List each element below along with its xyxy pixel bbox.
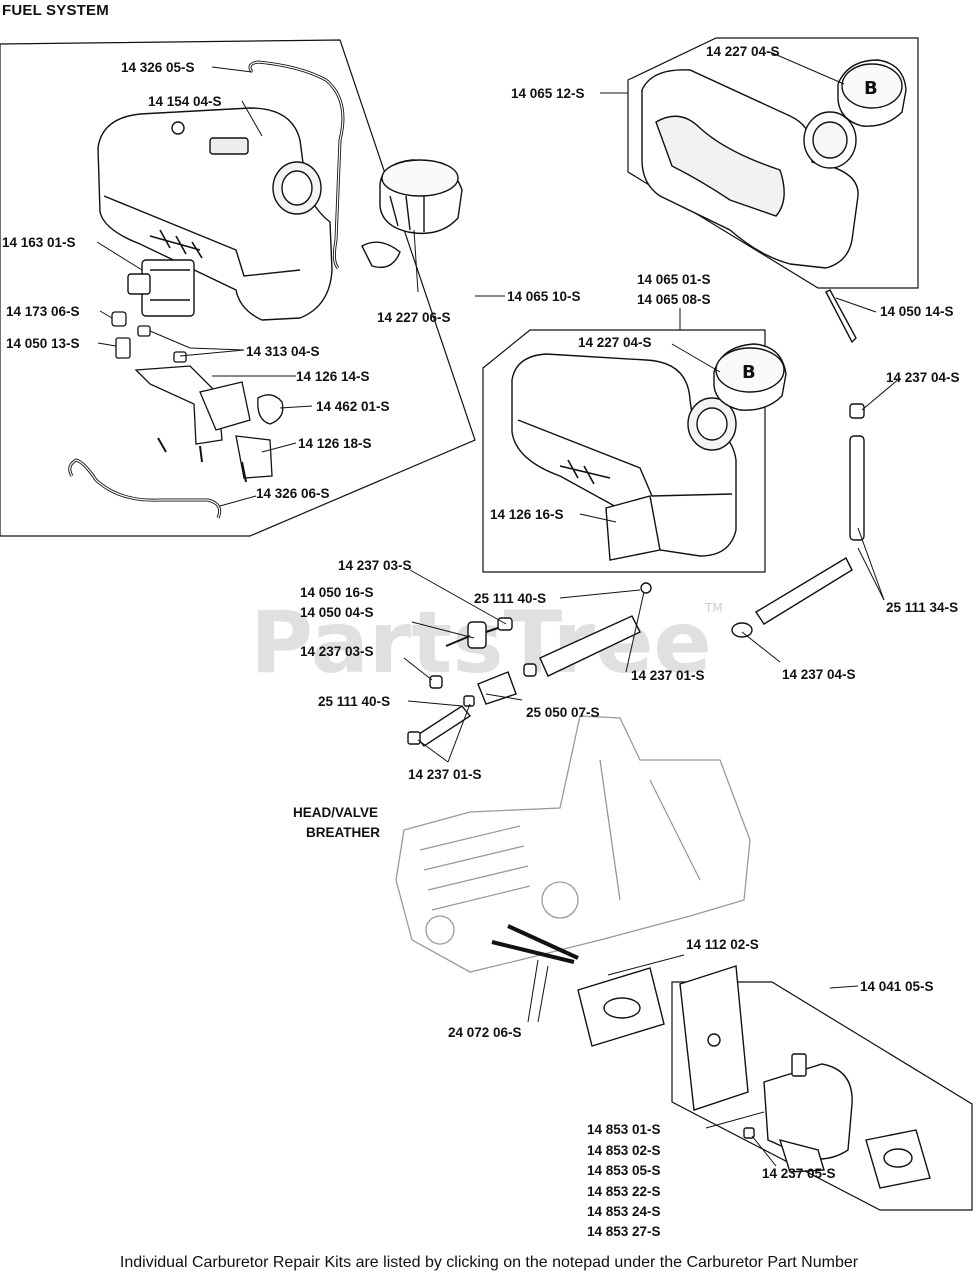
carb-gaskets [577,965,931,1189]
label-14-237-04-lower: 14 237 04-S [782,667,856,682]
fuel-cap-vented [361,159,463,269]
label-breather: BREATHER [306,825,380,840]
label-14-050-13: 14 050 13-S [6,336,80,351]
label-14-237-01-lower: 14 237 01-S [408,767,482,782]
label-14-237-04-right: 14 237 04-S [886,370,960,385]
label-14-462-01: 14 462 01-S [316,399,390,414]
leader-lines [96,51,901,1167]
frame-carburetor-kit [671,981,973,1211]
label-14-326-06: 14 326 06-S [256,486,330,501]
label-14-237-05: 14 237 05-S [762,1166,836,1181]
label-14-237-01-upper: 14 237 01-S [631,668,705,683]
label-14-853-01: 14 853 01-S [587,1122,661,1137]
carb-mount-studs [491,924,579,964]
charcoal-canister [127,259,195,317]
svg-text:B: B [742,362,756,383]
label-14-853-24: 14 853 24-S [587,1204,661,1219]
label-14-065-12: 14 065 12-S [511,86,585,101]
label-14-853-02: 14 853 02-S [587,1143,661,1158]
label-14-154-04: 14 154 04-S [148,94,222,109]
small-hardware-left [111,311,284,483]
svg-text:B: B [864,78,878,99]
label-14-126-14: 14 126 14-S [296,369,370,384]
label-14-065-10: 14 065 10-S [507,289,581,304]
label-14-237-03-lower: 14 237 03-S [300,644,374,659]
label-24-072-06: 24 072 06-S [448,1025,522,1040]
vent-hose-lower [68,458,222,519]
label-head-valve: HEAD/VALVE [293,805,378,820]
label-25-111-40-upper: 25 111 40-S [474,591,546,606]
label-14-326-05: 14 326 05-S [121,60,195,75]
label-14-126-18: 14 126 18-S [298,436,372,451]
label-14-313-04: 14 313 04-S [246,344,320,359]
carburetor [743,1053,853,1173]
watermark-tm: TM [704,601,723,615]
frame-tank-assembly-right [627,37,919,289]
label-14-853-05: 14 853 05-S [587,1163,661,1178]
label-25-111-34: 25 111 34-S [886,600,958,615]
fuel-cap-middle: B [713,343,787,411]
frame-tank-assembly-left [0,39,476,537]
label-14-853-22: 14 853 22-S [587,1184,661,1199]
label-14-065-08: 14 065 08-S [637,292,711,307]
frame-tank-assembly-middle [482,329,766,573]
part-labels: 14 326 05-S 14 154 04-S 14 163 01-S 14 1… [2,44,960,1239]
label-14-065-01: 14 065 01-S [637,272,711,287]
engine-block [395,715,751,973]
label-25-050-07: 25 050 07-S [526,705,600,720]
label-14-163-01: 14 163 01-S [2,235,76,250]
tank-bracket-middle [605,495,661,561]
assembly-frames [0,37,973,1211]
fuel-tank-left [97,107,333,321]
diagram-title: FUEL SYSTEM [2,2,109,19]
fuel-filter-pump [407,582,652,747]
label-14-050-04: 14 050 04-S [300,605,374,620]
fuel-line-right [731,289,865,638]
label-14-853-27: 14 853 27-S [587,1224,661,1239]
label-14-227-04-middle: 14 227 04-S [578,335,652,350]
label-14-173-06: 14 173 06-S [6,304,80,319]
label-14-050-16: 14 050 16-S [300,585,374,600]
fuel-tank-right [641,69,859,269]
label-14-126-16: 14 126 16-S [490,507,564,522]
label-14-237-03-upper: 14 237 03-S [338,558,412,573]
fuel-tank-middle [511,353,737,557]
label-14-041-05: 14 041 05-S [860,979,934,994]
label-14-227-06: 14 227 06-S [377,310,451,325]
label-14-050-14: 14 050 14-S [880,304,954,319]
label-25-111-40-lower: 25 111 40-S [318,694,390,709]
footer-note: Individual Carburetor Repair Kits are li… [119,1254,859,1271]
fuel-cap-right: B [837,59,907,127]
label-14-227-04-top: 14 227 04-S [706,44,780,59]
label-14-112-02: 14 112 02-S [686,937,759,952]
